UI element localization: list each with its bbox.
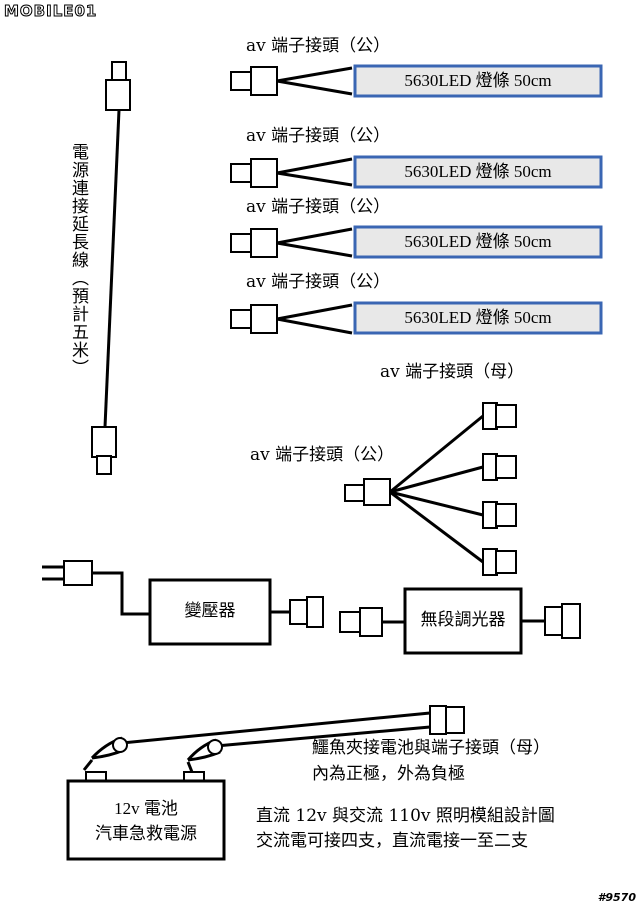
led-group-3: [230, 227, 353, 258]
led-strip-label-2: 5630LED 燈條 50cm: [404, 162, 552, 181]
battery-label-line2: 汽車急救電源: [95, 824, 197, 843]
mobile01-logo: MOBILE01: [3, 2, 98, 21]
clip-note-line1: 鱷魚夾接電池與端子接頭（母）: [312, 738, 550, 758]
alligator-clip-left: [82, 736, 128, 771]
led-group-2: [230, 157, 353, 188]
led-strip-label-4: 5630LED 燈條 50cm: [404, 308, 552, 327]
design-note-line1: 直流 12v 與交流 110v 照明模組設計圖: [256, 806, 555, 826]
clip-note-line2: 內為正極，外為負極: [312, 764, 465, 784]
led-connector-label-3: av 端子接頭（公）: [246, 197, 391, 217]
splitter-cable: [344, 402, 517, 576]
led-connector-label-4: av 端子接頭（公）: [246, 272, 391, 292]
ac-plug: [42, 560, 150, 616]
led-strip-1: [353, 64, 603, 98]
design-note-line2: 交流電可接四支，直流電接一至二支: [256, 831, 528, 851]
led-connector-label-1: av 端子接頭（公）: [246, 36, 391, 56]
battery-box: [66, 779, 226, 861]
dimmer-output: [521, 603, 581, 639]
watermark: #9570: [597, 891, 636, 904]
transformer-output: [270, 596, 324, 628]
transformer-box: [148, 578, 272, 646]
led-strip-label-3: 5630LED 燈條 50cm: [404, 232, 552, 251]
led-strip-3: [353, 225, 603, 259]
male-connector-label: av 端子接頭（公）: [250, 445, 395, 465]
alligator-clip-right: [186, 738, 223, 773]
transformer-label: 變壓器: [184, 601, 236, 621]
dimmer-label: 無段調光器: [420, 610, 506, 630]
led-group-4: [230, 303, 353, 335]
battery-label-line1: 12v 電池: [114, 799, 178, 818]
clip-cables: [121, 705, 465, 748]
led-strip-2: [353, 155, 603, 189]
extension-cord-label: 電源連接延長線（預計五米）: [68, 143, 88, 377]
dimmer-box: [403, 587, 523, 655]
led-strip-label-1: 5630LED 燈條 50cm: [404, 71, 552, 90]
led-connector-label-2: av 端子接頭（公）: [246, 126, 391, 146]
led-group-1: [230, 66, 353, 96]
led-strip-4: [353, 301, 603, 335]
female-connector-label: av 端子接頭（母）: [380, 362, 525, 382]
dimmer-input: [339, 607, 405, 637]
extension-cord: [91, 61, 131, 475]
